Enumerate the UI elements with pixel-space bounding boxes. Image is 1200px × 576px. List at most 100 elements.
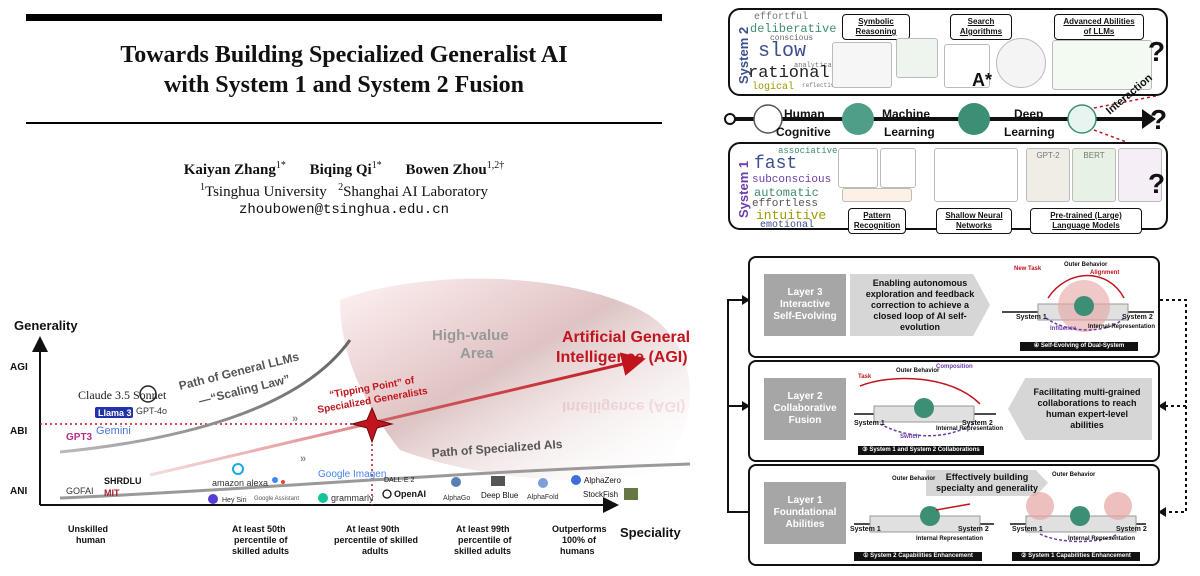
- layer-1-caption-a: ① System 2 Capabilities Enhancement: [854, 552, 982, 561]
- system1-label: System 1: [850, 526, 881, 533]
- assistant-icon: [281, 480, 285, 484]
- gpt2-label: GPT-2: [1036, 151, 1060, 160]
- alphago-icon: [451, 477, 461, 487]
- system2-label: System 2: [1122, 314, 1153, 321]
- deepblue-label: Deep Blue: [481, 491, 519, 500]
- author: Bowen Zhou1,2†: [405, 160, 505, 178]
- mit-logo: MIT: [104, 488, 120, 498]
- machine-brain-icon: [842, 103, 874, 135]
- alphafold-label: AlphaFold: [527, 494, 559, 501]
- word: logical: [752, 82, 795, 93]
- category-advanced-llm: Advanced Abilities of LLMs: [1054, 14, 1144, 40]
- system2-label: System 2: [1116, 526, 1147, 533]
- system1-label: System 1: [1012, 526, 1043, 533]
- paper-title: Towards Building Specialized Generalist …: [26, 40, 662, 100]
- x-axis-title: Speciality: [620, 525, 681, 540]
- word: analytical: [794, 62, 837, 70]
- llm-icon: [1067, 104, 1097, 134]
- affiliations: 1Tsinghua University 2Shanghai AI Labora…: [199, 182, 489, 200]
- timeline-node: [724, 113, 736, 125]
- word: effortful: [754, 12, 809, 23]
- purple-arrow: [879, 421, 977, 437]
- word: emotional: [760, 220, 815, 231]
- red-arrow: [1047, 274, 1125, 299]
- siri-icon: [208, 494, 218, 504]
- search-thumbnail: [996, 38, 1046, 88]
- self-evolving-diagram: [1002, 274, 1154, 332]
- system1-label: System 1: [1016, 314, 1047, 321]
- claude-logo: Claude 3.5 Sonnet: [78, 388, 167, 402]
- top-rule: [26, 14, 662, 21]
- word: effortless: [752, 198, 819, 210]
- new-task-label: New Task: [1014, 266, 1042, 272]
- internal-rep-label: Internal Representation: [916, 536, 984, 542]
- imagen-label: Google Imagen: [318, 469, 386, 480]
- agi-path: [149, 352, 646, 477]
- task-label: Task: [858, 374, 872, 380]
- system1-label: System 1: [736, 160, 751, 218]
- system1-box: System 1 associative fast subconscious a…: [728, 142, 1168, 234]
- title-line-1: Towards Building Specialized Generalist …: [120, 42, 568, 68]
- gpt4o-label: GPT-4o: [136, 406, 167, 416]
- layer-2-box: Layer 2 Collaborative Fusion System 1 Sy…: [748, 360, 1160, 462]
- brain-icon: [920, 506, 940, 526]
- x-category-label: At least 90th: [346, 524, 400, 534]
- generality-speciality-chart: Generality Speciality ANI ABI AGI » » Pa…: [10, 278, 691, 556]
- y-tick-ani: ANI: [10, 486, 27, 497]
- word: fast: [754, 154, 798, 174]
- layer-1-box: Layer 1 Foundational Abilities Effective…: [748, 464, 1160, 566]
- red-arrow: [859, 377, 981, 405]
- red-circle: [1104, 492, 1132, 520]
- bert-label: BERT: [1083, 151, 1105, 160]
- x-category-label: At least 50th: [232, 524, 286, 534]
- bert-thumbnail: BERT: [1072, 148, 1116, 202]
- internal-rep-label: Internal Representation: [1088, 324, 1156, 330]
- x-category-label: 100% of: [562, 535, 597, 545]
- arrowhead: [1158, 401, 1166, 411]
- llm-reasoning-thumbnail: [1052, 40, 1152, 90]
- specialized-ai-path: [59, 462, 691, 500]
- astar-label: A*: [972, 70, 993, 90]
- gpt3-label: GPT3: [66, 432, 93, 443]
- chevron-icon: »: [292, 413, 298, 425]
- author-email: zhoubowen@tsinghua.edu.cn: [238, 202, 450, 218]
- purple-arrow: [1039, 533, 1119, 543]
- category-search-algorithms: Search Algorithms: [950, 14, 1012, 40]
- timeline-label: Deep: [1014, 107, 1044, 121]
- author: Biqing Qi1*: [309, 160, 382, 178]
- category-shallow-nn: Shallow Neural Networks: [936, 208, 1012, 234]
- category-pretrained-lm: Pre-trained (Large) Language Models: [1030, 208, 1142, 234]
- alignment-label: Alignment: [1090, 270, 1120, 276]
- purple-arrow: [1045, 317, 1125, 331]
- gofai-label: GOFAI: [66, 486, 94, 496]
- title-rule: [26, 122, 662, 124]
- high-value-label-2: Area: [460, 345, 494, 362]
- shrdlu-label: SHRDLU: [104, 476, 142, 486]
- outer-behavior-label: Outer Behavior: [1064, 262, 1108, 268]
- system2-label: System 2: [962, 420, 993, 427]
- title-line-2: with System 1 and System 2 Fusion: [163, 72, 525, 98]
- layer-3-caption: ④ Self-Evolving of Dual-System: [1020, 342, 1138, 351]
- x-category-label: humans: [560, 546, 595, 556]
- y-tick-agi: AGI: [10, 362, 28, 373]
- layer-3-description: Enabling autonomous exploration and feed…: [850, 274, 990, 336]
- grammarly-icon: [318, 493, 328, 503]
- assistant-label: Google Assistant: [254, 496, 299, 502]
- question-mark: ?: [1148, 36, 1166, 67]
- x-category-label: percentile of: [234, 535, 289, 545]
- capability-diagrams: [854, 492, 1146, 543]
- layer-1-tag: Layer 1 Foundational Abilities: [764, 482, 846, 544]
- stockfish-label: StockFish: [583, 490, 618, 499]
- alphazero-label: AlphaZero: [584, 476, 621, 485]
- brain-icon: [753, 104, 783, 134]
- gpt2-thumbnail: GPT-2: [1026, 148, 1070, 202]
- grid-thumbnail: [944, 44, 990, 88]
- y-tick-abi: ABI: [10, 426, 27, 437]
- chevron-icon: »: [300, 453, 306, 465]
- gpt4o-icon: [139, 385, 157, 403]
- alphazero-icon: [571, 475, 581, 485]
- layer-3-tag: Layer 3 Interactive Self-Evolving: [764, 274, 846, 336]
- word: deliberative: [750, 22, 837, 36]
- assistant-icon: [272, 477, 278, 483]
- general-llm-path: [59, 339, 352, 454]
